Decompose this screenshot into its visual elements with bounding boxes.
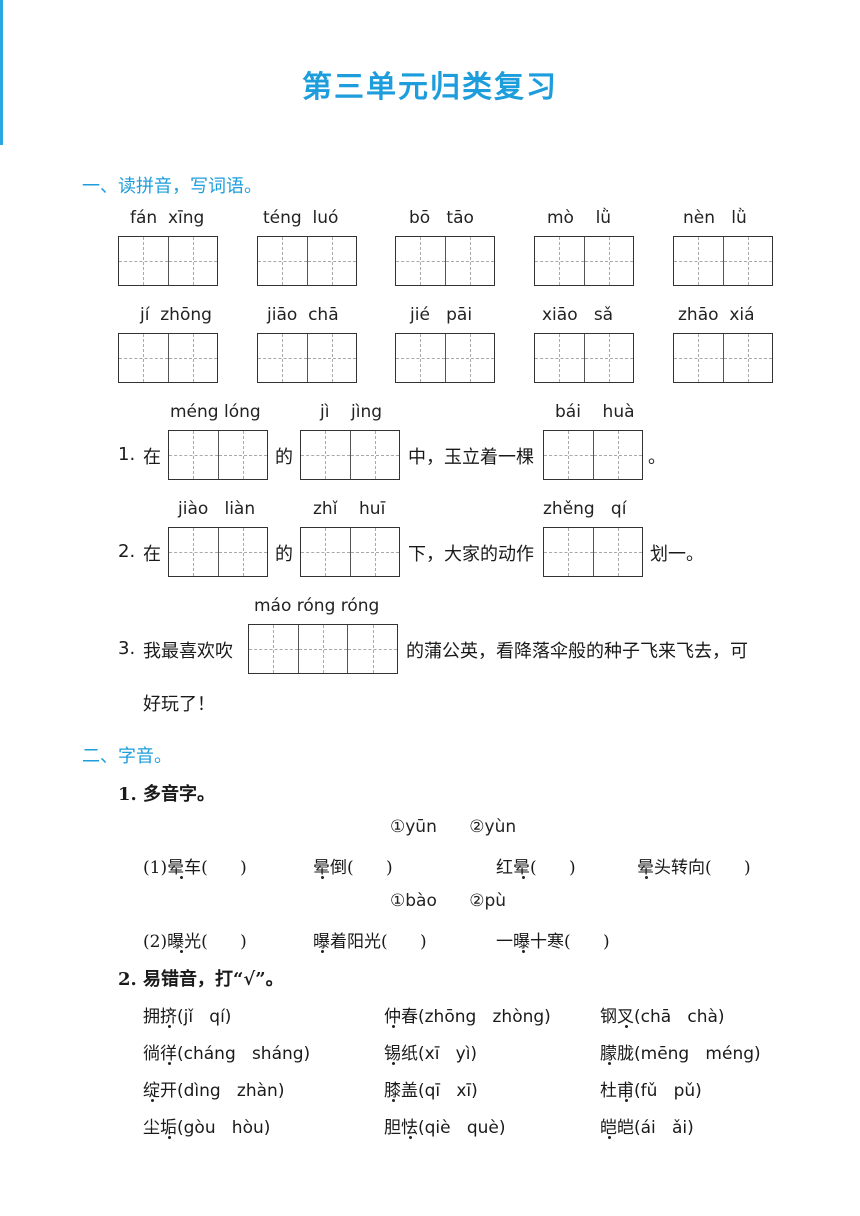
pinyin-label: jiào liàn (178, 499, 256, 519)
emphasis-dot (625, 1099, 628, 1102)
pinyin-label: bō tāo (409, 208, 474, 228)
emphasis-dot (168, 1062, 171, 1065)
pinyin-label: máo róng róng (254, 596, 380, 616)
question-label: 1. 多音字。 (118, 784, 216, 805)
word-item: 绽开(dìng zhàn) (143, 1081, 285, 1101)
sentence-text: 在 (143, 544, 161, 565)
polyphone-item: 红晕( ) (496, 858, 576, 878)
pinyin-label: zhǐ huī (313, 499, 386, 519)
emphasis-dot (409, 1136, 412, 1139)
sentence-text: 的 (275, 544, 293, 565)
pinyin-label: mò lǜ (547, 208, 612, 228)
pinyin-label: xiāo sǎ (542, 305, 614, 325)
emphasis-dot (392, 1099, 395, 1102)
sentence-number: 1. (118, 444, 136, 465)
pinyin-label: zhāo xiá (678, 305, 755, 325)
sentence-text: 好玩了！ (143, 694, 215, 715)
tianzige-box[interactable] (257, 236, 357, 286)
sentence-text: 我最喜欢吹 (143, 641, 233, 662)
page-title: 第三单元归类复习 (302, 70, 558, 105)
pinyin-label: jié pāi (410, 305, 473, 325)
tianzige-box[interactable] (534, 236, 634, 286)
tianzige-box[interactable] (395, 333, 495, 383)
sentence-text: 的蒲公英，看降落伞般的种子飞来飞去，可 (406, 641, 748, 662)
word-item: 皑皑(ái ǎi) (600, 1118, 694, 1138)
emphasis-dot (180, 950, 183, 953)
word-item: 尘垢(gòu hòu) (143, 1118, 271, 1138)
sentence-text: 的 (275, 447, 293, 468)
tianzige-box[interactable] (543, 430, 643, 480)
sentence-text: 划一。 (650, 544, 704, 565)
polyphone-item: (2)曝光( ) (143, 932, 247, 952)
pinyin-label: zhěng qí (543, 499, 627, 519)
section2-heading: 二、字音。 (82, 746, 172, 767)
pinyin-options: ①yūn ②yùn (390, 817, 517, 837)
sentence-number: 3. (118, 638, 136, 659)
emphasis-dot (168, 1025, 171, 1028)
word-item: 钢叉(chā chà) (600, 1007, 725, 1027)
emphasis-dot (645, 876, 648, 879)
emphasis-dot (625, 1025, 628, 1028)
pinyin-label: jiāo chā (267, 305, 339, 325)
sentence-text: 。 (648, 447, 666, 468)
tianzige-box[interactable] (543, 527, 643, 577)
polyphone-item: 一曝十寒( ) (496, 932, 610, 952)
pinyin-label: fán xīng (130, 208, 205, 228)
tianzige-box[interactable] (248, 624, 398, 674)
pinyin-label: bái huà (555, 402, 635, 422)
tianzige-box[interactable] (300, 430, 400, 480)
tianzige-box[interactable] (118, 236, 218, 286)
polyphone-item: 晕头转向( ) (637, 858, 751, 878)
polyphone-item: 曝着阳光( ) (313, 932, 427, 952)
pinyin-label: jì jìng (320, 402, 383, 422)
emphasis-dot (151, 1099, 154, 1102)
sentence-text: 中，玉立着一棵 (408, 447, 534, 468)
tianzige-box[interactable] (257, 333, 357, 383)
pinyin-label: méng lóng (170, 402, 261, 422)
section1-heading: 一、读拼音，写词语。 (82, 176, 262, 197)
tianzige-box[interactable] (673, 333, 773, 383)
polyphone-item: (1)晕车( ) (143, 858, 247, 878)
word-item: 膝盖(qī xī) (384, 1081, 478, 1101)
word-item: 朦胧(mēng méng) (600, 1044, 761, 1064)
emphasis-dot (180, 876, 183, 879)
pinyin-options: ①bào ②pù (390, 891, 507, 911)
word-item: 胆怯(qiè què) (384, 1118, 506, 1138)
emphasis-dot (321, 950, 324, 953)
emphasis-dot (392, 1025, 395, 1028)
emphasis-dot (522, 876, 525, 879)
word-item: 徜徉(cháng sháng) (143, 1044, 311, 1064)
emphasis-dot (608, 1136, 611, 1139)
emphasis-dot (608, 1062, 611, 1065)
word-item: 杜甫(fǔ pǔ) (600, 1081, 702, 1101)
tianzige-box[interactable] (534, 333, 634, 383)
tianzige-box[interactable] (168, 430, 268, 480)
pinyin-label: nèn lǜ (683, 208, 747, 228)
emphasis-dot (522, 950, 525, 953)
emphasis-dot (392, 1062, 395, 1065)
question-label: 2. 易错音，打“√”。 (118, 969, 284, 990)
tianzige-box[interactable] (118, 333, 218, 383)
word-item: 锡纸(xī yì) (384, 1044, 478, 1064)
emphasis-dot (168, 1136, 171, 1139)
tianzige-box[interactable] (673, 236, 773, 286)
sentence-number: 2. (118, 541, 136, 562)
tianzige-box[interactable] (395, 236, 495, 286)
page-edge-bar (0, 0, 3, 145)
sentence-text: 下，大家的动作 (408, 544, 534, 565)
pinyin-label: téng luó (263, 208, 339, 228)
polyphone-item: 晕倒( ) (313, 858, 393, 878)
tianzige-box[interactable] (168, 527, 268, 577)
emphasis-dot (321, 876, 324, 879)
pinyin-label: jí zhōng (140, 305, 212, 325)
tianzige-box[interactable] (300, 527, 400, 577)
sentence-text: 在 (143, 447, 161, 468)
word-item: 仲春(zhōng zhòng) (384, 1007, 551, 1027)
word-item: 拥挤(jǐ qí) (143, 1007, 232, 1027)
